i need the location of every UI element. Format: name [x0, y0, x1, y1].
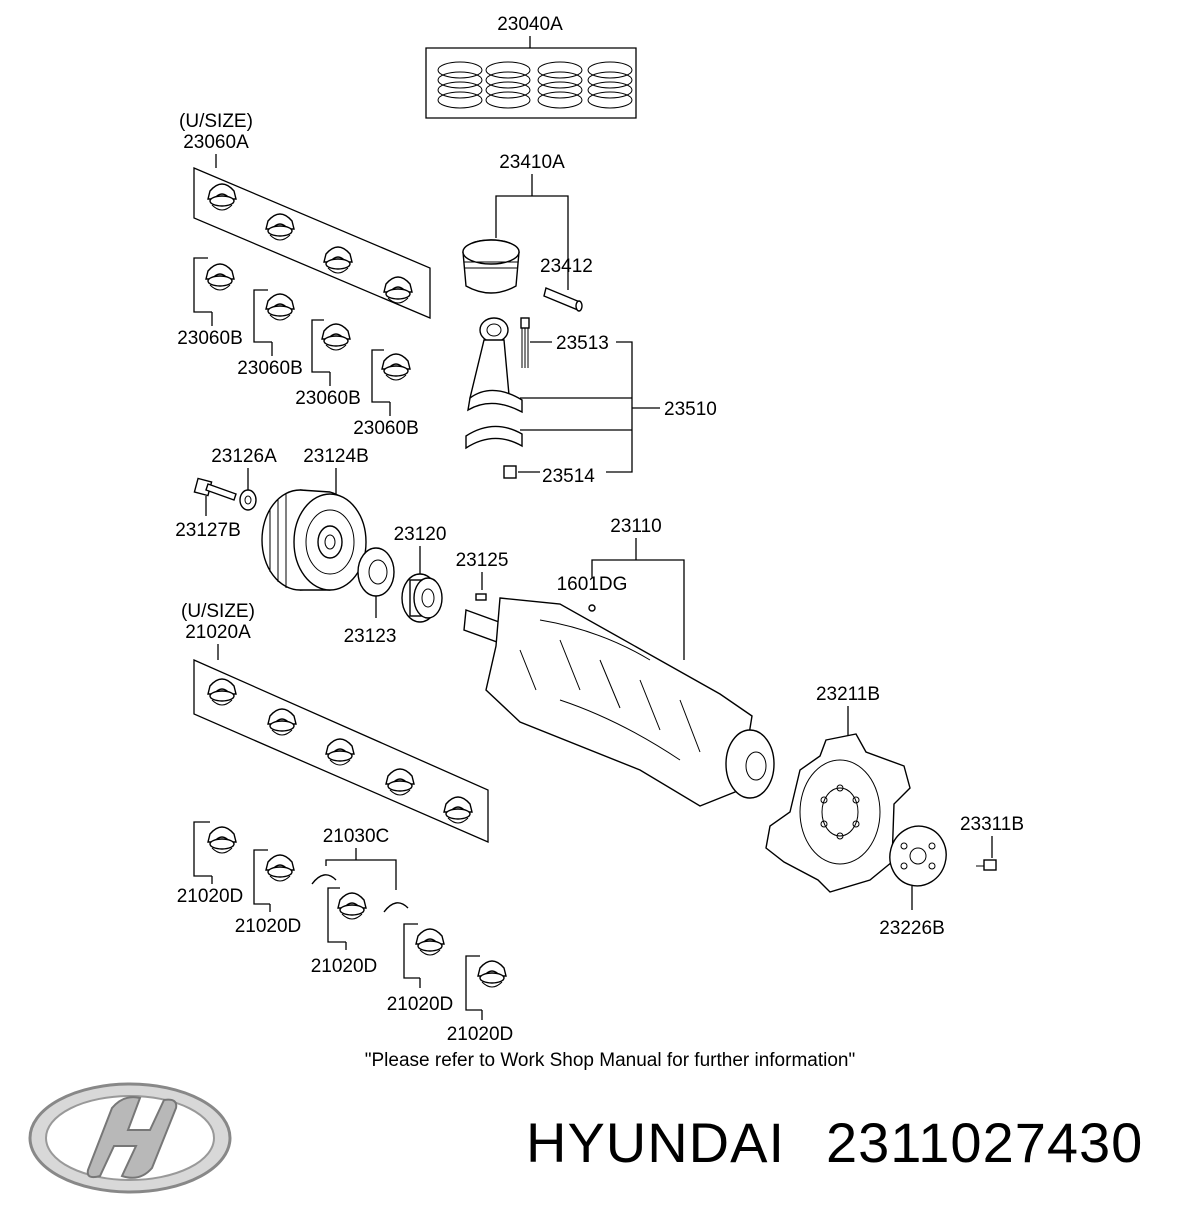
key-icon — [475, 593, 487, 601]
plate-bolt-icon — [976, 859, 997, 871]
label-main-bearing-2: 21020D — [235, 916, 302, 937]
label-conrod-nut: 23514 — [542, 466, 595, 487]
label-upper-bearing-1: 23060B — [177, 328, 243, 349]
label-drive-plate: 23211B — [816, 684, 880, 705]
connecting-rod-group: 23513 23510 23514 — [465, 317, 717, 487]
label-piston-assy: 23410A — [499, 152, 565, 173]
conrod-nut-icon — [503, 465, 517, 479]
label-conrod-bolt: 23513 — [556, 333, 609, 354]
label-crankshaft: 23110 — [610, 516, 661, 537]
label-main-bearing-5: 21020D — [447, 1024, 514, 1045]
piston-pin-icon — [543, 287, 583, 312]
hyundai-logo — [28, 1082, 232, 1194]
damper-pulley-icon — [261, 489, 367, 591]
thrust-washer-icon — [311, 874, 409, 913]
footer-note: "Please refer to Work Shop Manual for fu… — [365, 1050, 855, 1071]
label-upper-bearing-set: 23060A — [183, 132, 249, 153]
brand-part-number: 2311027430 — [826, 1111, 1143, 1174]
label-rings: 23040A — [497, 14, 563, 35]
label-main-bearing-note: (U/SIZE) — [181, 601, 255, 622]
label-upper-bearing-2: 23060B — [237, 358, 303, 379]
main-bearing-group: (U/SIZE) 21020A 21020D 21020D 21020D 210… — [177, 601, 514, 1045]
label-upper-bearing-note: (U/SIZE) — [179, 111, 253, 132]
piston-group: 23410A 23412 — [462, 152, 593, 312]
label-upper-bearing-3: 23060B — [295, 388, 361, 409]
label-main-bearing-4: 21020D — [387, 994, 454, 1015]
upper-bearing-group: (U/SIZE) 23060A 23060B 23060B 23060B 230… — [177, 111, 431, 439]
crankshaft-group: 23110 1601DG — [463, 516, 775, 807]
pulley-bolt-icon — [193, 477, 237, 501]
label-flange: 23123 — [344, 626, 397, 647]
label-adapter-plate: 23226B — [879, 918, 945, 939]
label-plug: 1601DG — [557, 574, 628, 595]
label-sprocket: 23120 — [394, 524, 447, 545]
label-conrod-assy: 23510 — [664, 399, 717, 420]
label-main-bearing-3: 21020D — [311, 956, 378, 977]
label-damper-pulley: 23124B — [303, 446, 369, 467]
label-plate-bolt: 23311B — [960, 814, 1024, 835]
drive-plate-icon — [765, 733, 911, 893]
sprocket-icon — [401, 573, 443, 623]
label-thrust-washer: 21030C — [323, 826, 390, 847]
plug-icon — [588, 604, 596, 612]
crankshaft-icon — [463, 597, 775, 807]
label-main-bearing-set: 21020A — [185, 622, 251, 643]
adapter-plate-icon — [889, 825, 947, 887]
label-piston-pin: 23412 — [540, 256, 593, 277]
piston-ring-set: 23040A — [425, 14, 637, 119]
piston-icon — [462, 239, 520, 294]
flange-icon — [357, 547, 395, 597]
connecting-rod-icon — [465, 317, 523, 450]
brand-name: HYUNDAI — [526, 1111, 785, 1174]
pulley-group: 23126A 23124B 23127B 23 — [175, 446, 508, 647]
label-key: 23125 — [456, 550, 509, 571]
conrod-bolt-icon — [520, 317, 530, 368]
label-upper-bearing-4: 23060B — [353, 418, 419, 439]
washer-icon — [239, 489, 257, 511]
label-main-bearing-1: 21020D — [177, 886, 244, 907]
drive-plate-group: 23211B 23226B 23311B — [765, 684, 1024, 939]
label-pulley-washer: 23126A — [211, 446, 277, 467]
label-pulley-bolt: 23127B — [175, 520, 241, 541]
